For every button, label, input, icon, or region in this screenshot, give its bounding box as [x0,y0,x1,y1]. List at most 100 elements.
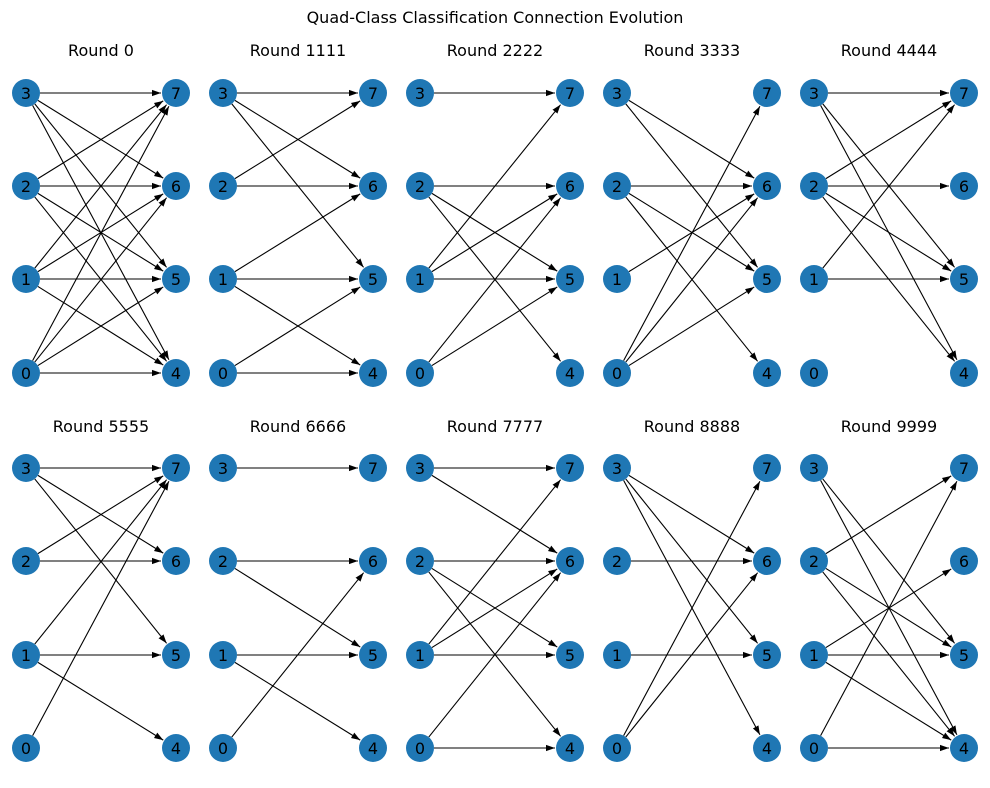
node-3 [603,454,631,482]
node-label-6: 6 [368,177,378,196]
node-label-0: 0 [21,739,31,758]
node-label-2: 2 [218,177,228,196]
edge-2-4 [822,571,956,737]
node-label-0: 0 [415,364,425,383]
node-5 [950,265,978,293]
node-6 [556,547,584,575]
node-label-7: 7 [762,459,772,478]
node-label-5: 5 [368,270,378,289]
node-2 [209,547,237,575]
node-label-4: 4 [959,739,969,758]
node-label-1: 1 [21,646,31,665]
node-2 [406,547,434,575]
node-label-5: 5 [959,646,969,665]
edge-0-6 [428,197,562,363]
node-label-1: 1 [809,646,819,665]
node-label-6: 6 [565,552,575,571]
edge-3-6 [628,474,755,554]
node-3 [12,454,40,482]
node-3 [209,454,237,482]
node-label-2: 2 [218,552,228,571]
node-2 [800,172,828,200]
panel-title: Round 5555 [53,417,149,436]
node-7 [162,454,190,482]
node-3 [12,79,40,107]
node-label-0: 0 [415,739,425,758]
node-label-5: 5 [959,270,969,289]
node-1 [406,641,434,669]
node-label-3: 3 [809,84,819,103]
panel-title: Round 7777 [447,417,543,436]
edge-2-7 [825,100,952,180]
node-label-6: 6 [959,177,969,196]
node-label-7: 7 [171,459,181,478]
node-4 [556,359,584,387]
edge-1-7 [428,479,562,645]
node-6 [753,172,781,200]
node-1 [603,641,631,669]
panel-title: Round 0 [68,41,134,60]
edge-1-7 [34,479,168,645]
node-7 [359,79,387,107]
node-1 [12,265,40,293]
node-4 [359,734,387,762]
node-label-3: 3 [218,459,228,478]
node-label-1: 1 [415,646,425,665]
node-label-1: 1 [612,646,622,665]
edge-2-7 [234,100,361,180]
node-label-1: 1 [218,270,228,289]
node-label-5: 5 [171,270,181,289]
node-label-5: 5 [565,270,575,289]
node-label-1: 1 [21,270,31,289]
edge-0-7 [820,480,958,736]
edge-0-5 [37,286,164,367]
node-5 [753,265,781,293]
edge-2-7 [37,475,164,555]
node-2 [800,547,828,575]
node-label-0: 0 [21,364,31,383]
node-7 [556,454,584,482]
node-label-1: 1 [218,646,228,665]
node-1 [603,265,631,293]
node-3 [406,79,434,107]
node-label-4: 4 [171,364,181,383]
edge-0-6 [625,572,759,738]
node-5 [359,265,387,293]
node-5 [556,641,584,669]
node-label-2: 2 [21,552,31,571]
node-4 [556,734,584,762]
node-label-4: 4 [762,364,772,383]
node-1 [406,265,434,293]
node-label-4: 4 [368,364,378,383]
node-label-4: 4 [171,739,181,758]
edge-1-4 [37,661,164,741]
node-0 [209,359,237,387]
node-label-6: 6 [762,552,772,571]
node-1 [209,641,237,669]
node-label-3: 3 [415,459,425,478]
edge-0-7 [623,480,761,736]
node-label-6: 6 [762,177,772,196]
node-1 [800,265,828,293]
edge-2-5 [825,192,952,272]
node-label-7: 7 [959,459,969,478]
edge-2-7 [37,100,164,180]
node-label-2: 2 [809,552,819,571]
node-6 [359,172,387,200]
node-label-3: 3 [809,459,819,478]
node-label-4: 4 [959,364,969,383]
node-label-6: 6 [959,552,969,571]
node-4 [162,359,190,387]
panel-title: Round 1111 [250,41,346,60]
edge-1-6 [234,193,361,273]
node-0 [406,734,434,762]
edge-0-7 [32,480,170,736]
node-7 [359,454,387,482]
node-4 [950,359,978,387]
node-label-3: 3 [612,84,622,103]
